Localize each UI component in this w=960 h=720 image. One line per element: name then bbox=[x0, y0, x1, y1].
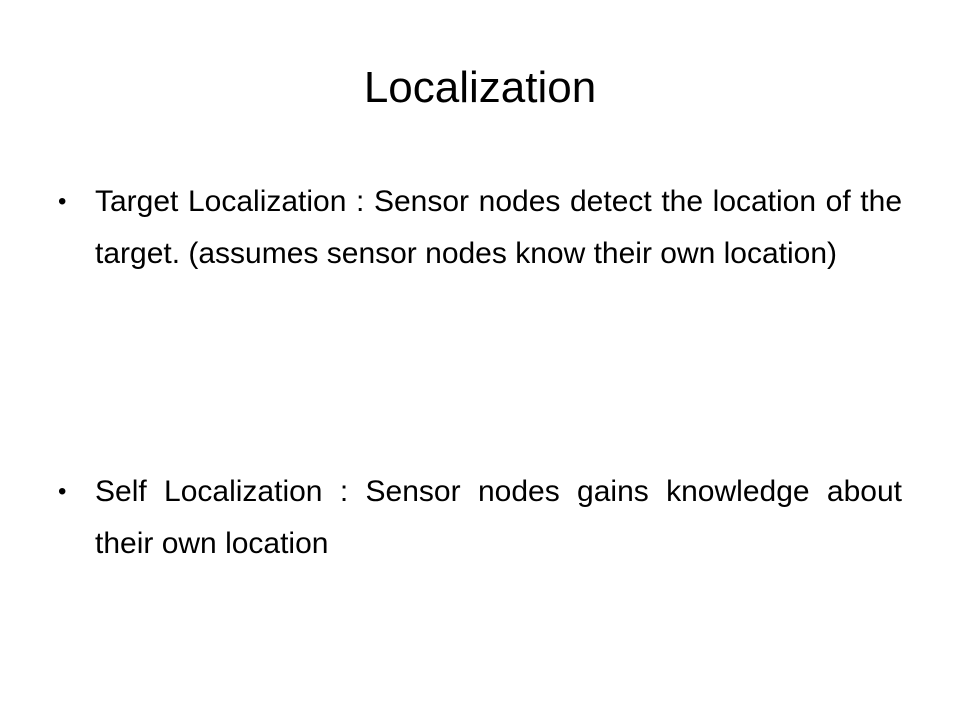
bullet-marker: • bbox=[58, 188, 67, 215]
bullet-text: Target Localization : Sensor nodes detec… bbox=[95, 185, 902, 270]
bullet-list: • Target Localization : Sensor nodes det… bbox=[58, 176, 902, 570]
slide-title: Localization bbox=[363, 63, 597, 112]
bullet-text: Self Localization : Sensor nodes gains k… bbox=[95, 475, 902, 560]
bullet-marker: • bbox=[58, 478, 67, 505]
bullet-item-target-localization: • Target Localization : Sensor nodes det… bbox=[58, 176, 902, 466]
bullet-item-self-localization: • Self Localization : Sensor nodes gains… bbox=[58, 466, 902, 570]
